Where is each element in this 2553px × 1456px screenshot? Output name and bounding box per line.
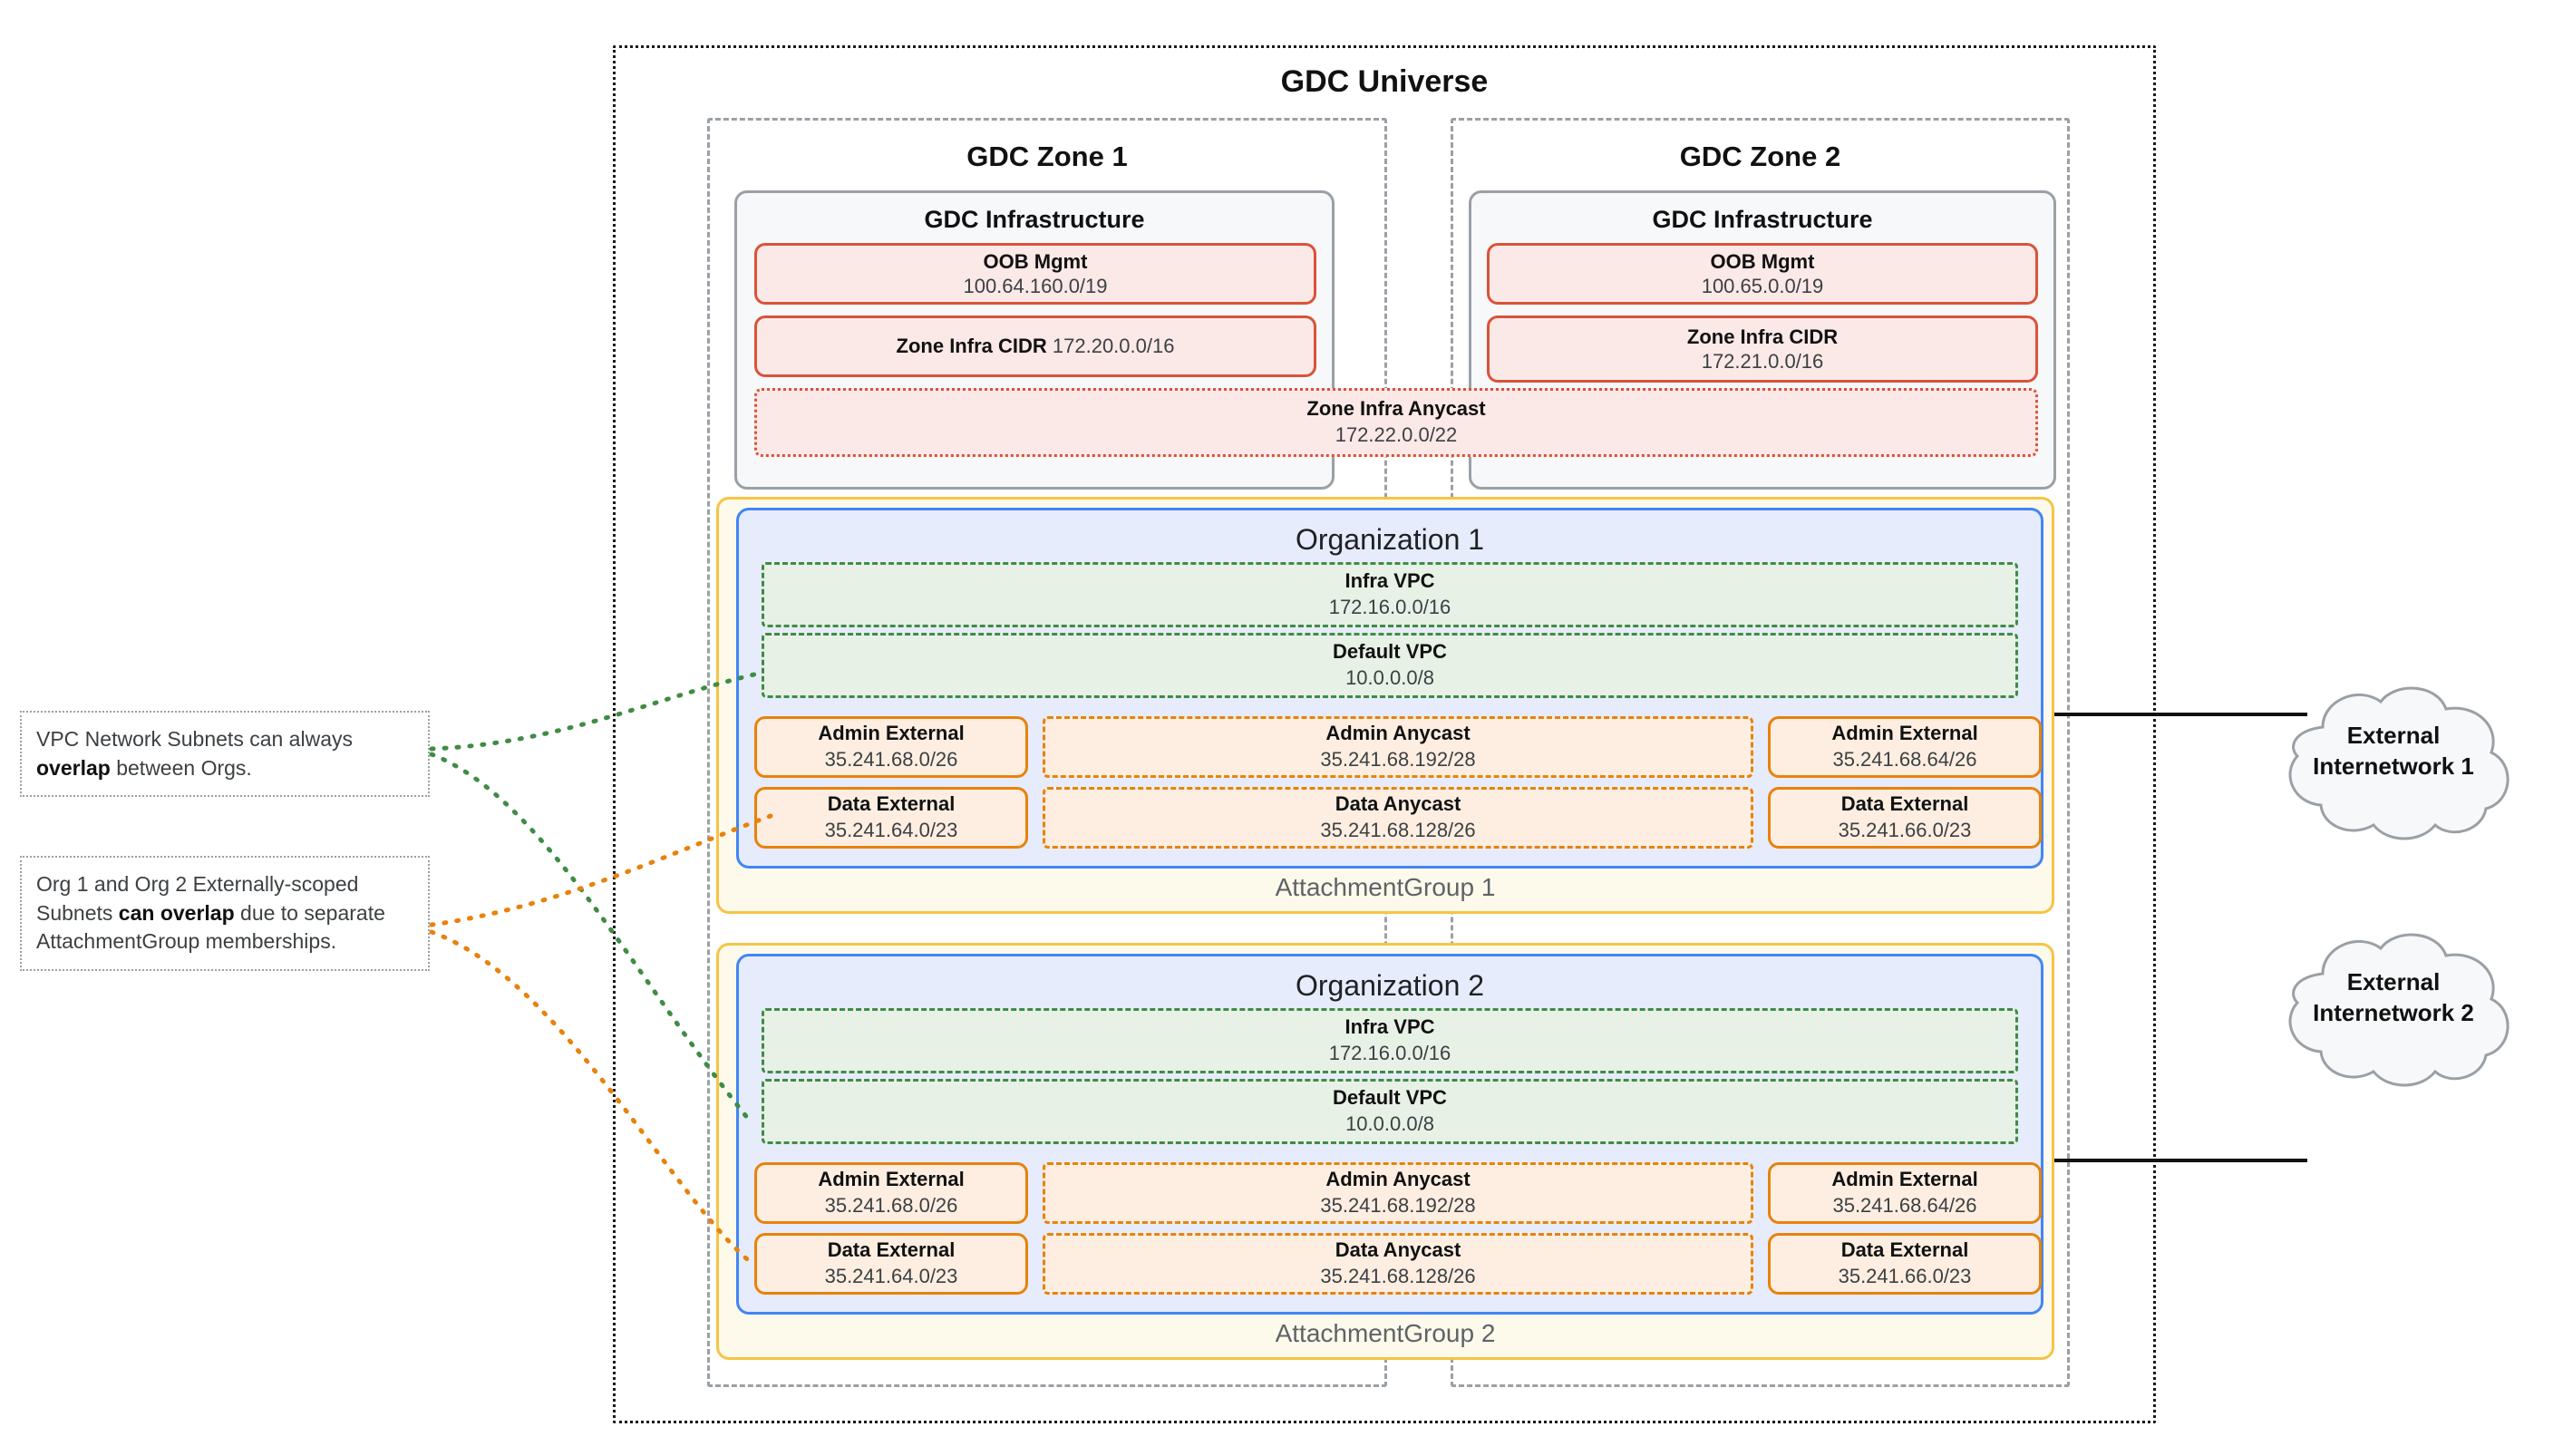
admin-anycast-org-2: Admin Anycast 35.241.68.192/28 xyxy=(1043,1162,1753,1224)
data-external-left-cidr-org-2: 35.241.64.0/23 xyxy=(824,1265,958,1287)
admin-external-right-cidr-org-2: 35.241.68.64/26 xyxy=(1832,1194,1977,1217)
note-1-bold: overlap xyxy=(36,755,111,780)
zone-infra-cidr-box-zone-2: Zone Infra CIDR 172.21.0.0/16 xyxy=(1487,315,2038,383)
oob-mgmt-cidr-zone-1: 100.64.160.0/19 xyxy=(963,275,1108,297)
note-vpc-subnets-overlap: VPC Network Subnets can always overlap b… xyxy=(20,711,430,798)
zone-infra-cidr-label-zone-1: Zone Infra CIDR xyxy=(896,335,1047,358)
admin-external-right-org-1: Admin External 35.241.68.64/26 xyxy=(1768,716,2042,778)
admin-external-right-label-org-2: Admin External xyxy=(1831,1168,1978,1191)
default-vpc-cidr-org-1: 10.0.0.0/8 xyxy=(1345,666,1434,689)
external-internetwork-1-line2: Internetwork 1 xyxy=(2313,752,2474,780)
data-external-left-org-2: Data External 35.241.64.0/23 xyxy=(754,1233,1028,1295)
data-external-right-cidr-org-2: 35.241.66.0/23 xyxy=(1838,1265,1972,1287)
admin-anycast-org-1: Admin Anycast 35.241.68.192/28 xyxy=(1043,716,1753,778)
data-external-right-label-org-1: Data External xyxy=(1840,792,1969,816)
data-external-left-cidr-org-1: 35.241.64.0/23 xyxy=(824,819,958,841)
admin-external-left-org-1: Admin External 35.241.68.0/26 xyxy=(754,716,1028,778)
zone-infra-cidr-box-zone-1: Zone Infra CIDR 172.20.0.0/16 xyxy=(754,315,1316,377)
default-vpc-org-2: Default VPC 10.0.0.0/8 xyxy=(762,1079,2018,1144)
attachment-group-2-label: AttachmentGroup 2 xyxy=(1275,1319,1496,1347)
data-external-left-org-1: Data External 35.241.64.0/23 xyxy=(754,787,1028,849)
default-vpc-org-1: Default VPC 10.0.0.0/8 xyxy=(762,633,2018,698)
admin-external-left-cidr-org-2: 35.241.68.0/26 xyxy=(824,1194,958,1217)
external-internetwork-2-line1: External xyxy=(2346,968,2441,996)
gdc-zone-1-title: GDC Zone 1 xyxy=(966,141,1128,172)
cloud-icon xyxy=(2288,686,2509,840)
data-external-right-label-org-2: Data External xyxy=(1840,1238,1969,1262)
admin-anycast-cidr-org-1: 35.241.68.192/28 xyxy=(1320,748,1476,771)
admin-external-left-org-2: Admin External 35.241.68.0/26 xyxy=(754,1162,1028,1224)
note-2-pre: Org 1 and Org 2 Externally-scoped Subnet… xyxy=(36,872,359,925)
external-internetwork-1-line1: External xyxy=(2346,722,2441,750)
admin-external-right-label-org-1: Admin External xyxy=(1831,722,1978,745)
note-2-post: due to separate AttachmentGroup membersh… xyxy=(36,900,385,954)
data-external-right-org-2: Data External 35.241.66.0/23 xyxy=(1768,1233,2042,1295)
infra-vpc-org-2: Infra VPC 172.16.0.0/16 xyxy=(762,1008,2018,1073)
admin-anycast-cidr-org-2: 35.241.68.192/28 xyxy=(1320,1194,1476,1217)
zone-infra-anycast-box: Zone Infra Anycast 172.22.0.0/22 xyxy=(754,388,2038,457)
zone-infra-cidr-value-zone-1: 172.20.0.0/16 xyxy=(1052,335,1175,358)
infra-vpc-cidr-org-1: 172.16.0.0/16 xyxy=(1328,596,1451,618)
infra-vpc-label-org-1: Infra VPC xyxy=(1344,569,1435,593)
data-anycast-label-org-1: Data Anycast xyxy=(1335,792,1461,816)
zone-infra-cidr-label-zone-2: Zone Infra CIDR xyxy=(1686,325,1839,348)
data-external-right-cidr-org-1: 35.241.66.0/23 xyxy=(1838,819,1972,841)
infra-vpc-org-1: Infra VPC 172.16.0.0/16 xyxy=(762,562,2018,627)
gdc-universe-title: GDC Universe xyxy=(1280,63,1489,99)
note-2-bold: can overlap xyxy=(118,900,235,925)
zone-infra-anycast-cidr: 172.22.0.0/22 xyxy=(1335,423,1458,446)
admin-external-right-org-2: Admin External 35.241.68.64/26 xyxy=(1768,1162,2042,1224)
zone-infra-cidr-value-zone-2: 172.21.0.0/16 xyxy=(1701,350,1824,373)
note-external-subnets-overlap: Org 1 and Org 2 Externally-scoped Subnet… xyxy=(20,856,430,972)
external-internetwork-2-cloud: External Internetwork 2 xyxy=(2257,927,2529,1090)
oob-mgmt-cidr-zone-2: 100.65.0.0/19 xyxy=(1701,275,1824,297)
default-vpc-label-org-2: Default VPC xyxy=(1333,1086,1447,1110)
admin-external-right-cidr-org-1: 35.241.68.64/26 xyxy=(1832,748,1977,771)
admin-external-left-label-org-2: Admin External xyxy=(818,1168,965,1191)
gdc-infrastructure-title-zone-2: GDC Infrastructure xyxy=(1652,206,1873,233)
infra-vpc-label-org-2: Infra VPC xyxy=(1344,1015,1435,1039)
note-1-pre: VPC Network Subnets can always xyxy=(36,727,353,751)
data-anycast-label-org-2: Data Anycast xyxy=(1335,1238,1461,1262)
external-internetwork-1-cloud: External Internetwork 1 xyxy=(2257,680,2529,843)
admin-external-left-label-org-1: Admin External xyxy=(818,722,965,745)
data-external-left-label-org-2: Data External xyxy=(827,1238,956,1262)
infra-vpc-cidr-org-2: 172.16.0.0/16 xyxy=(1328,1042,1451,1064)
admin-anycast-label-org-2: Admin Anycast xyxy=(1325,1168,1471,1191)
organization-1-title: Organization 1 xyxy=(1295,523,1485,556)
data-anycast-cidr-org-1: 35.241.68.128/26 xyxy=(1320,819,1476,841)
organization-2-title: Organization 2 xyxy=(1295,969,1485,1002)
oob-mgmt-label-zone-1: OOB Mgmt xyxy=(983,249,1088,273)
external-internetwork-2-line2: Internetwork 2 xyxy=(2313,999,2474,1026)
admin-external-left-cidr-org-1: 35.241.68.0/26 xyxy=(824,748,958,771)
gdc-infrastructure-title-zone-1: GDC Infrastructure xyxy=(924,206,1145,233)
default-vpc-label-org-1: Default VPC xyxy=(1333,640,1447,664)
data-anycast-cidr-org-2: 35.241.68.128/26 xyxy=(1320,1265,1476,1287)
cloud-icon xyxy=(2288,933,2509,1087)
gdc-zone-2-title: GDC Zone 2 xyxy=(1679,141,1841,172)
data-external-right-org-1: Data External 35.241.66.0/23 xyxy=(1768,787,2042,849)
oob-mgmt-box-zone-2: OOB Mgmt 100.65.0.0/19 xyxy=(1487,243,2038,305)
oob-mgmt-label-zone-2: OOB Mgmt xyxy=(1710,249,1815,273)
default-vpc-cidr-org-2: 10.0.0.0/8 xyxy=(1345,1112,1434,1135)
zone-infra-anycast-label: Zone Infra Anycast xyxy=(1306,397,1486,421)
data-anycast-org-2: Data Anycast 35.241.68.128/26 xyxy=(1043,1233,1753,1295)
oob-mgmt-box-zone-1: OOB Mgmt 100.64.160.0/19 xyxy=(754,243,1316,305)
data-external-left-label-org-1: Data External xyxy=(827,792,956,816)
admin-anycast-label-org-1: Admin Anycast xyxy=(1325,722,1471,745)
note-1-post: between Orgs. xyxy=(110,755,252,780)
attachment-group-1-label: AttachmentGroup 1 xyxy=(1275,873,1496,901)
data-anycast-org-1: Data Anycast 35.241.68.128/26 xyxy=(1043,787,1753,849)
